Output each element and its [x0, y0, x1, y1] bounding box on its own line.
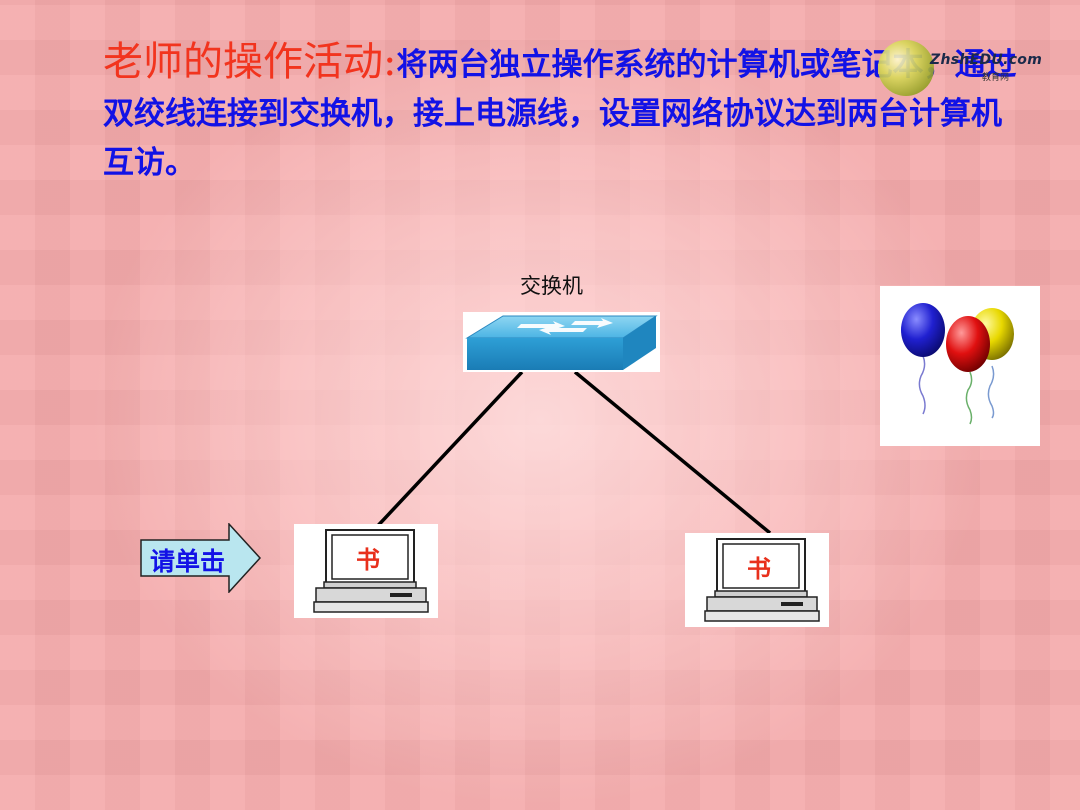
desktop-computer-icon [704, 538, 820, 622]
pc1-screen-text: 书 [356, 546, 380, 574]
computer-1: 书 [294, 524, 438, 618]
computer-2: 书 [685, 533, 829, 627]
logo-brand: ZhshEDU.com [930, 52, 1043, 68]
balloons-icon [880, 286, 1040, 446]
network-switch-icon [463, 312, 660, 372]
title-heading: 老师的操作活动: [103, 39, 397, 85]
site-logo: ZhshEDU.com 教育网 [878, 38, 1058, 98]
desktop-computer-icon [313, 529, 429, 613]
switch-label: 交换机 [520, 274, 583, 298]
logo-ball-icon [878, 40, 934, 96]
logo-subtext: 教育网 [982, 73, 1010, 83]
click-here-button[interactable]: 请单击 [140, 523, 262, 593]
right-arrow-icon [140, 523, 262, 593]
pc2-screen-text: 书 [747, 555, 771, 583]
click-here-label: 请单击 [150, 547, 226, 576]
